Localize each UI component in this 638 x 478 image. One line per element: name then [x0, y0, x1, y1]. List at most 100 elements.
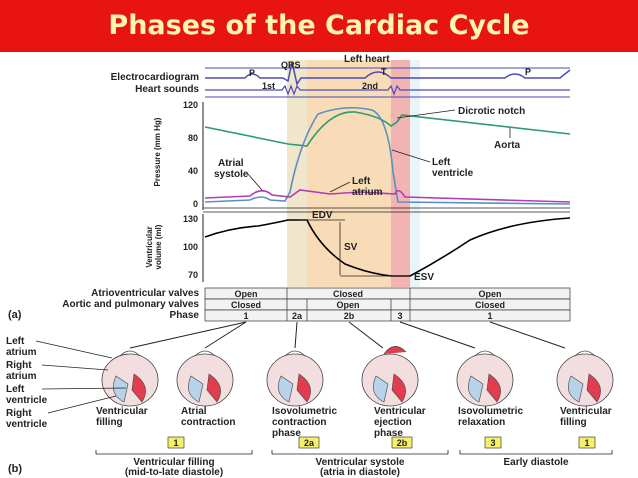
- caption-4-line3: phase: [374, 428, 403, 439]
- phase-box-2b: [391, 436, 413, 449]
- caption-3-line2: contraction: [272, 417, 326, 428]
- av-open-1: Open: [234, 289, 257, 299]
- group-brackets: [95, 450, 613, 455]
- heart-sounds-trace: [205, 84, 570, 96]
- pressure-tick-80: 80: [188, 133, 198, 143]
- dicrotic-notch-pointer: [396, 109, 456, 119]
- pressure-axis-label: Pressure (mm Hg): [153, 117, 162, 186]
- phase-box-2a-label: 2a: [304, 438, 315, 448]
- volume-axis-label-2: volume (ml): [154, 224, 163, 269]
- ecg-p-wave-label: P: [249, 68, 255, 78]
- chamber-left-ventricle-1: Left: [6, 384, 25, 395]
- heart-1: [101, 350, 159, 407]
- band-filling: [410, 60, 420, 287]
- ecg-trace: [205, 61, 571, 86]
- panel-b-label: (b): [8, 463, 22, 475]
- phase-box-2b-label: 2b: [397, 438, 408, 448]
- caption-6-line2: filling: [560, 417, 587, 428]
- left-atrium-pointer: [329, 181, 351, 193]
- ecg-label: Electrocardiogram: [111, 72, 199, 83]
- phase-label: Phase: [170, 310, 200, 321]
- caption-2-line2: contraction: [181, 417, 235, 428]
- chamber-left-atrium-2: atrium: [6, 347, 37, 358]
- heart-2: [176, 350, 234, 407]
- chamber-right-ventricle-2: ventricle: [6, 419, 48, 430]
- left-atrium-pressure-curve: [204, 189, 571, 203]
- caption-4-line2: ejection: [374, 417, 412, 428]
- caption-3-line1: Isovolumetric: [272, 406, 337, 417]
- av-closed: Closed: [333, 289, 363, 299]
- sl-closed-1: Closed: [231, 300, 261, 310]
- title-bar: [0, 0, 638, 52]
- atrial-systole-label-2: systole: [214, 169, 249, 180]
- second-heart-sound-label: 2nd: [362, 81, 378, 91]
- heart-sounds-label: Heart sounds: [135, 84, 199, 95]
- edv-label: EDV: [312, 210, 333, 221]
- group-2-line1: Ventricular systole: [316, 457, 405, 468]
- atrial-systole-pointer: [247, 173, 263, 191]
- phase-box-3-label: 3: [490, 438, 495, 448]
- chamber-pointers: [35, 340, 127, 414]
- semilunar-valves-label: Aortic and pulmonary valves: [62, 299, 199, 310]
- caption-5-line1: Isovolumetric: [458, 406, 523, 417]
- aorta-label: Aorta: [494, 140, 521, 151]
- chamber-right-atrium-1: Right: [6, 360, 32, 371]
- ecg-qrs-label: QRS: [281, 60, 301, 70]
- left-atrium-label-1: Left: [352, 176, 371, 187]
- left-atrium-label-2: atrium: [352, 187, 383, 198]
- group-1-line1: Ventricular filling: [133, 457, 214, 468]
- valve-table-row1: [204, 287, 571, 300]
- phase-box-1b-label: 1: [584, 438, 589, 448]
- heart-6: [556, 350, 614, 407]
- volume-axis-label-1: Ventricular: [145, 226, 154, 267]
- av-open-2: Open: [478, 289, 501, 299]
- atrial-systole-label-1: Atrial: [218, 158, 244, 169]
- phase-1b: 1: [487, 311, 492, 321]
- heart-5: [456, 350, 514, 407]
- phase-2a: 2a: [292, 311, 303, 321]
- ecg-t-wave-label: T: [381, 67, 387, 77]
- ventricular-volume-curve: [204, 217, 571, 277]
- group-1-line2: (mid-to-late diastole): [125, 467, 223, 478]
- group-3-line1: Early diastole: [503, 457, 568, 468]
- volume-tick-100: 100: [183, 242, 198, 252]
- left-heart-label: Left heart: [344, 54, 390, 65]
- caption-5-line2: relaxation: [458, 417, 505, 428]
- first-heart-sound-label: 1st: [262, 81, 275, 91]
- phase-box-2a: [298, 436, 320, 449]
- group-2-line2: (atria in diastole): [320, 467, 400, 478]
- caption-4-line1: Ventricular: [374, 406, 426, 417]
- heart-3: [266, 350, 324, 407]
- chamber-right-ventricle-1: Right: [6, 408, 32, 419]
- cardiac-cycle-diagram: Left heart Electrocardiogram P QRS T P H…: [6, 54, 614, 478]
- pressure-tick-0: 0: [193, 199, 198, 209]
- heart-4: [361, 346, 419, 407]
- volume-tick-130: 130: [183, 214, 198, 224]
- aorta-pressure-curve: [204, 111, 571, 147]
- chamber-left-atrium-1: Left: [6, 336, 25, 347]
- left-ventricle-label-2: ventricle: [432, 168, 474, 179]
- chamber-right-atrium-2: atrium: [6, 371, 37, 382]
- panel-a-label: (a): [8, 309, 22, 321]
- caption-3-line3: phase: [272, 428, 301, 439]
- valve-table-row3: [204, 309, 571, 322]
- ecg-p-wave2-label: P: [525, 67, 531, 77]
- phase-box-1: [167, 436, 185, 449]
- left-ventricle-label-1: Left: [432, 157, 451, 168]
- sl-open: Open: [336, 300, 359, 310]
- caption-6-line1: Ventricular: [560, 406, 612, 417]
- esv-label: ESV: [414, 272, 434, 283]
- caption-1-line2: filling: [96, 417, 123, 428]
- sv-label: SV: [344, 242, 358, 253]
- sl-closed-2: Closed: [475, 300, 505, 310]
- phase-box-1b: [578, 436, 596, 449]
- page-title: Phases of the Cardiac Cycle: [108, 10, 530, 41]
- phase-1: 1: [243, 311, 248, 321]
- left-ventricle-pressure-curve: [204, 106, 571, 205]
- caption-1-line1: Ventricular: [96, 406, 148, 417]
- av-valves-label: Atrioventricular valves: [91, 288, 199, 299]
- band-isovolumetric-contraction: [287, 60, 307, 287]
- pressure-tick-120: 120: [183, 100, 198, 110]
- phase-2b: 2b: [344, 311, 355, 321]
- caption-2-line1: Atrial: [181, 406, 207, 417]
